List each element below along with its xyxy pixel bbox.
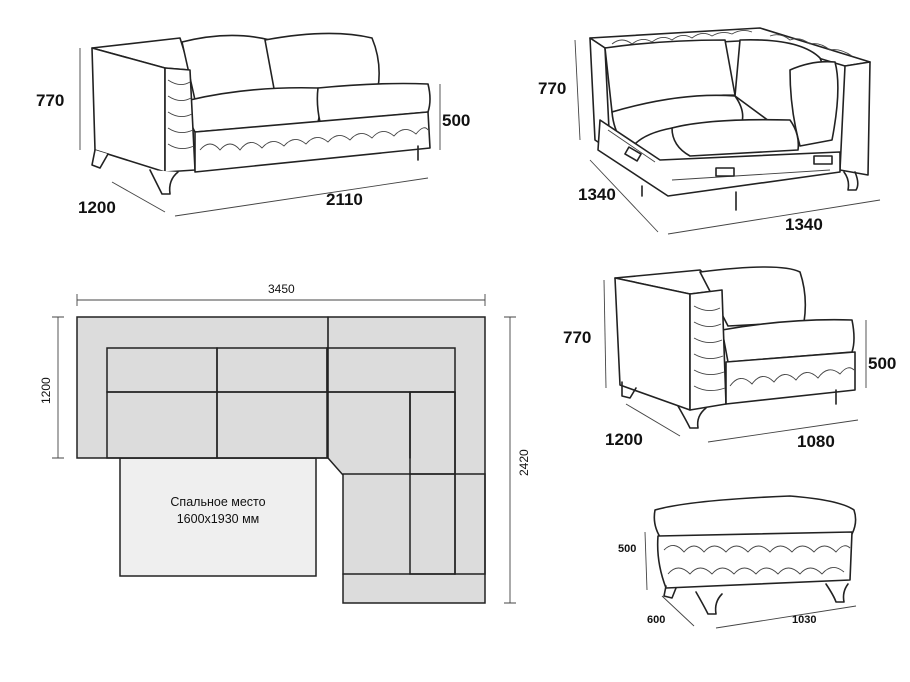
sleep-area-label-line2: 1600x1930 мм <box>177 512 260 526</box>
armchair-drawing <box>603 266 867 443</box>
corner-side-b-label: 1340 <box>785 215 823 234</box>
corner-drawing <box>574 27 881 235</box>
plan-depth-label: 1200 <box>39 377 53 404</box>
sofa-drawing <box>79 32 441 217</box>
plan-view <box>52 294 516 604</box>
pouf-drawing <box>644 495 857 629</box>
armchair-width-label: 1080 <box>797 432 835 451</box>
plan-length-label: 2420 <box>517 449 531 476</box>
plan-width-label: 3450 <box>268 282 295 296</box>
sofa-width-label: 2110 <box>326 190 363 209</box>
corner-side-a-label: 1340 <box>578 185 616 204</box>
corner-height-label: 770 <box>538 79 566 98</box>
armchair-seat-height-label: 500 <box>868 354 896 373</box>
armchair-depth-label: 1200 <box>605 430 643 449</box>
armchair-height-label: 770 <box>563 328 591 347</box>
sofa-height-label: 770 <box>36 91 64 110</box>
sleep-area <box>119 457 317 577</box>
sofa-depth-label: 1200 <box>78 198 116 217</box>
pouf-depth-label: 600 <box>647 614 665 626</box>
sofa-seat-height-label: 500 <box>442 111 470 130</box>
pouf-width-label: 1030 <box>792 614 816 626</box>
pouf-height-label: 500 <box>618 543 636 555</box>
sleep-area-label-line1: Спальное место <box>170 495 265 509</box>
